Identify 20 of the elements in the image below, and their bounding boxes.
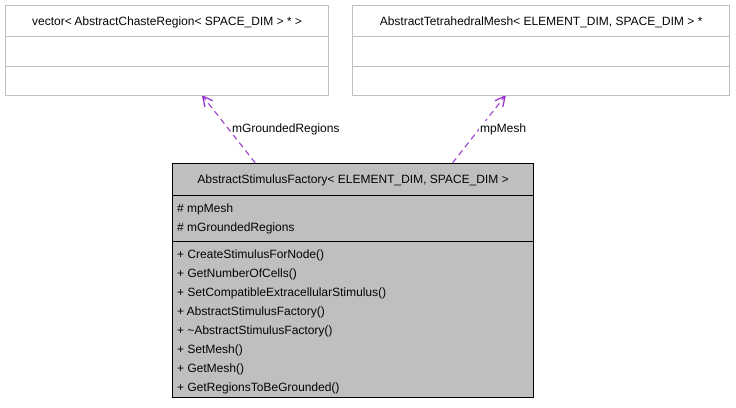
class-box <box>352 5 730 96</box>
member-text: + SetMesh() <box>177 341 243 358</box>
edge-label: mpMesh <box>479 121 528 135</box>
class-box <box>5 5 329 96</box>
dependency-arrow <box>202 95 256 164</box>
member-text: # mpMesh <box>177 200 234 217</box>
class-name: AbstractStimulusFactory< ELEMENT_DIM, SPACE_DIM > <box>196 171 510 188</box>
member-text: + GetMesh() <box>177 360 244 377</box>
member-text: + GetRegionsToBeGrounded() <box>177 379 340 396</box>
class-box <box>172 163 534 398</box>
class-name: vector< AbstractChasteRegion< SPACE_DIM > * > <box>31 13 303 30</box>
member-text: + SetCompatibleExtracellularStimulus() <box>177 284 386 301</box>
member-text: + AbstractStimulusFactory() <box>177 303 325 320</box>
member-text: # mGroundedRegions <box>177 219 294 236</box>
member-text: + CreateStimulusForNode() <box>177 246 324 263</box>
class-name: AbstractTetrahedralMesh< ELEMENT_DIM, SPACE_DIM > * <box>378 13 704 30</box>
member-text: + ~AbstractStimulusFactory() <box>177 322 332 339</box>
dependency-arrow <box>452 95 506 164</box>
member-text: + GetNumberOfCells() <box>177 265 297 282</box>
edge-label: mGroundedRegions <box>231 121 340 135</box>
